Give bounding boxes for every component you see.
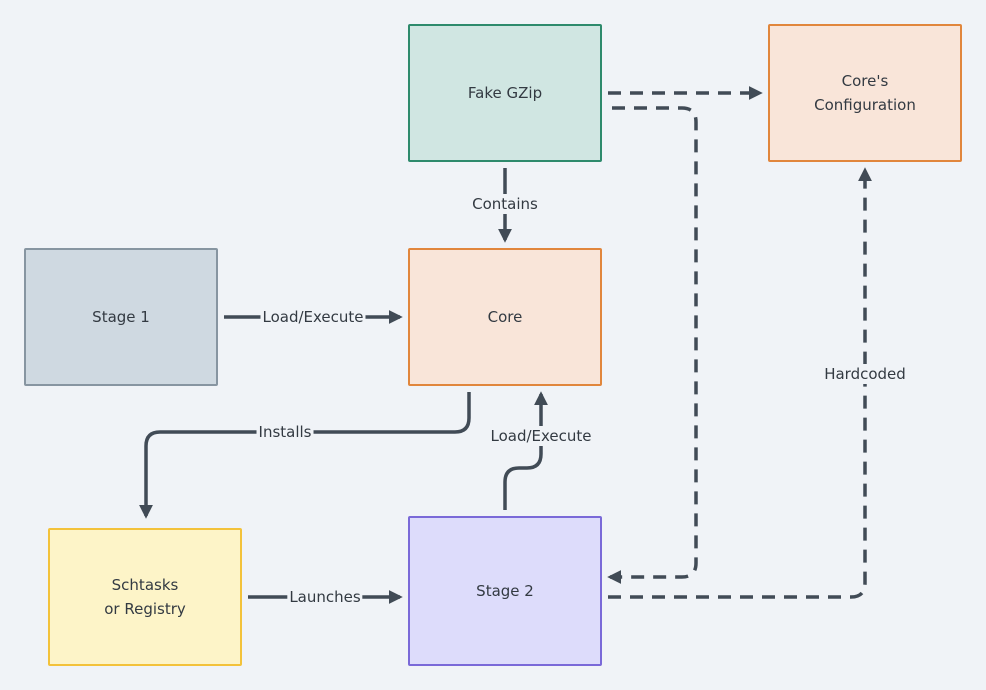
edge-label-installs: Installs (256, 422, 314, 442)
node-stage-2: Stage 2 (408, 516, 602, 666)
node-core-configuration: Core's Configuration (768, 24, 962, 162)
node-core-label: Core (487, 308, 523, 326)
edge-fake-to-stage2 (607, 106, 698, 584)
node-fake-gzip-label: Fake GZip (467, 84, 543, 102)
node-schtasks-registry-label: Schtasks or Registry (104, 576, 186, 618)
node-stage-2-label: Stage 2 (476, 582, 534, 600)
node-core: Core (408, 248, 602, 386)
node-stage-1-label: Stage 1 (92, 308, 150, 326)
edge-label-load-execute-1: Load/Execute (260, 307, 366, 327)
edge-installs (139, 392, 471, 519)
node-stage-1: Stage 1 (24, 248, 218, 386)
edge-hardcoded (608, 167, 872, 599)
node-core-configuration-label: Core's Configuration (814, 72, 916, 114)
node-schtasks-registry: Schtasks or Registry (48, 528, 242, 666)
edge-load-execute-stage2-core (503, 391, 548, 510)
node-fake-gzip: Fake GZip (408, 24, 602, 162)
edge-label-launches: Launches (287, 587, 363, 607)
edge-label-hardcoded: Hardcoded (822, 364, 908, 384)
edge-label-contains: Contains (470, 194, 540, 214)
edge-label-load-execute-2: Load/Execute (488, 426, 594, 446)
